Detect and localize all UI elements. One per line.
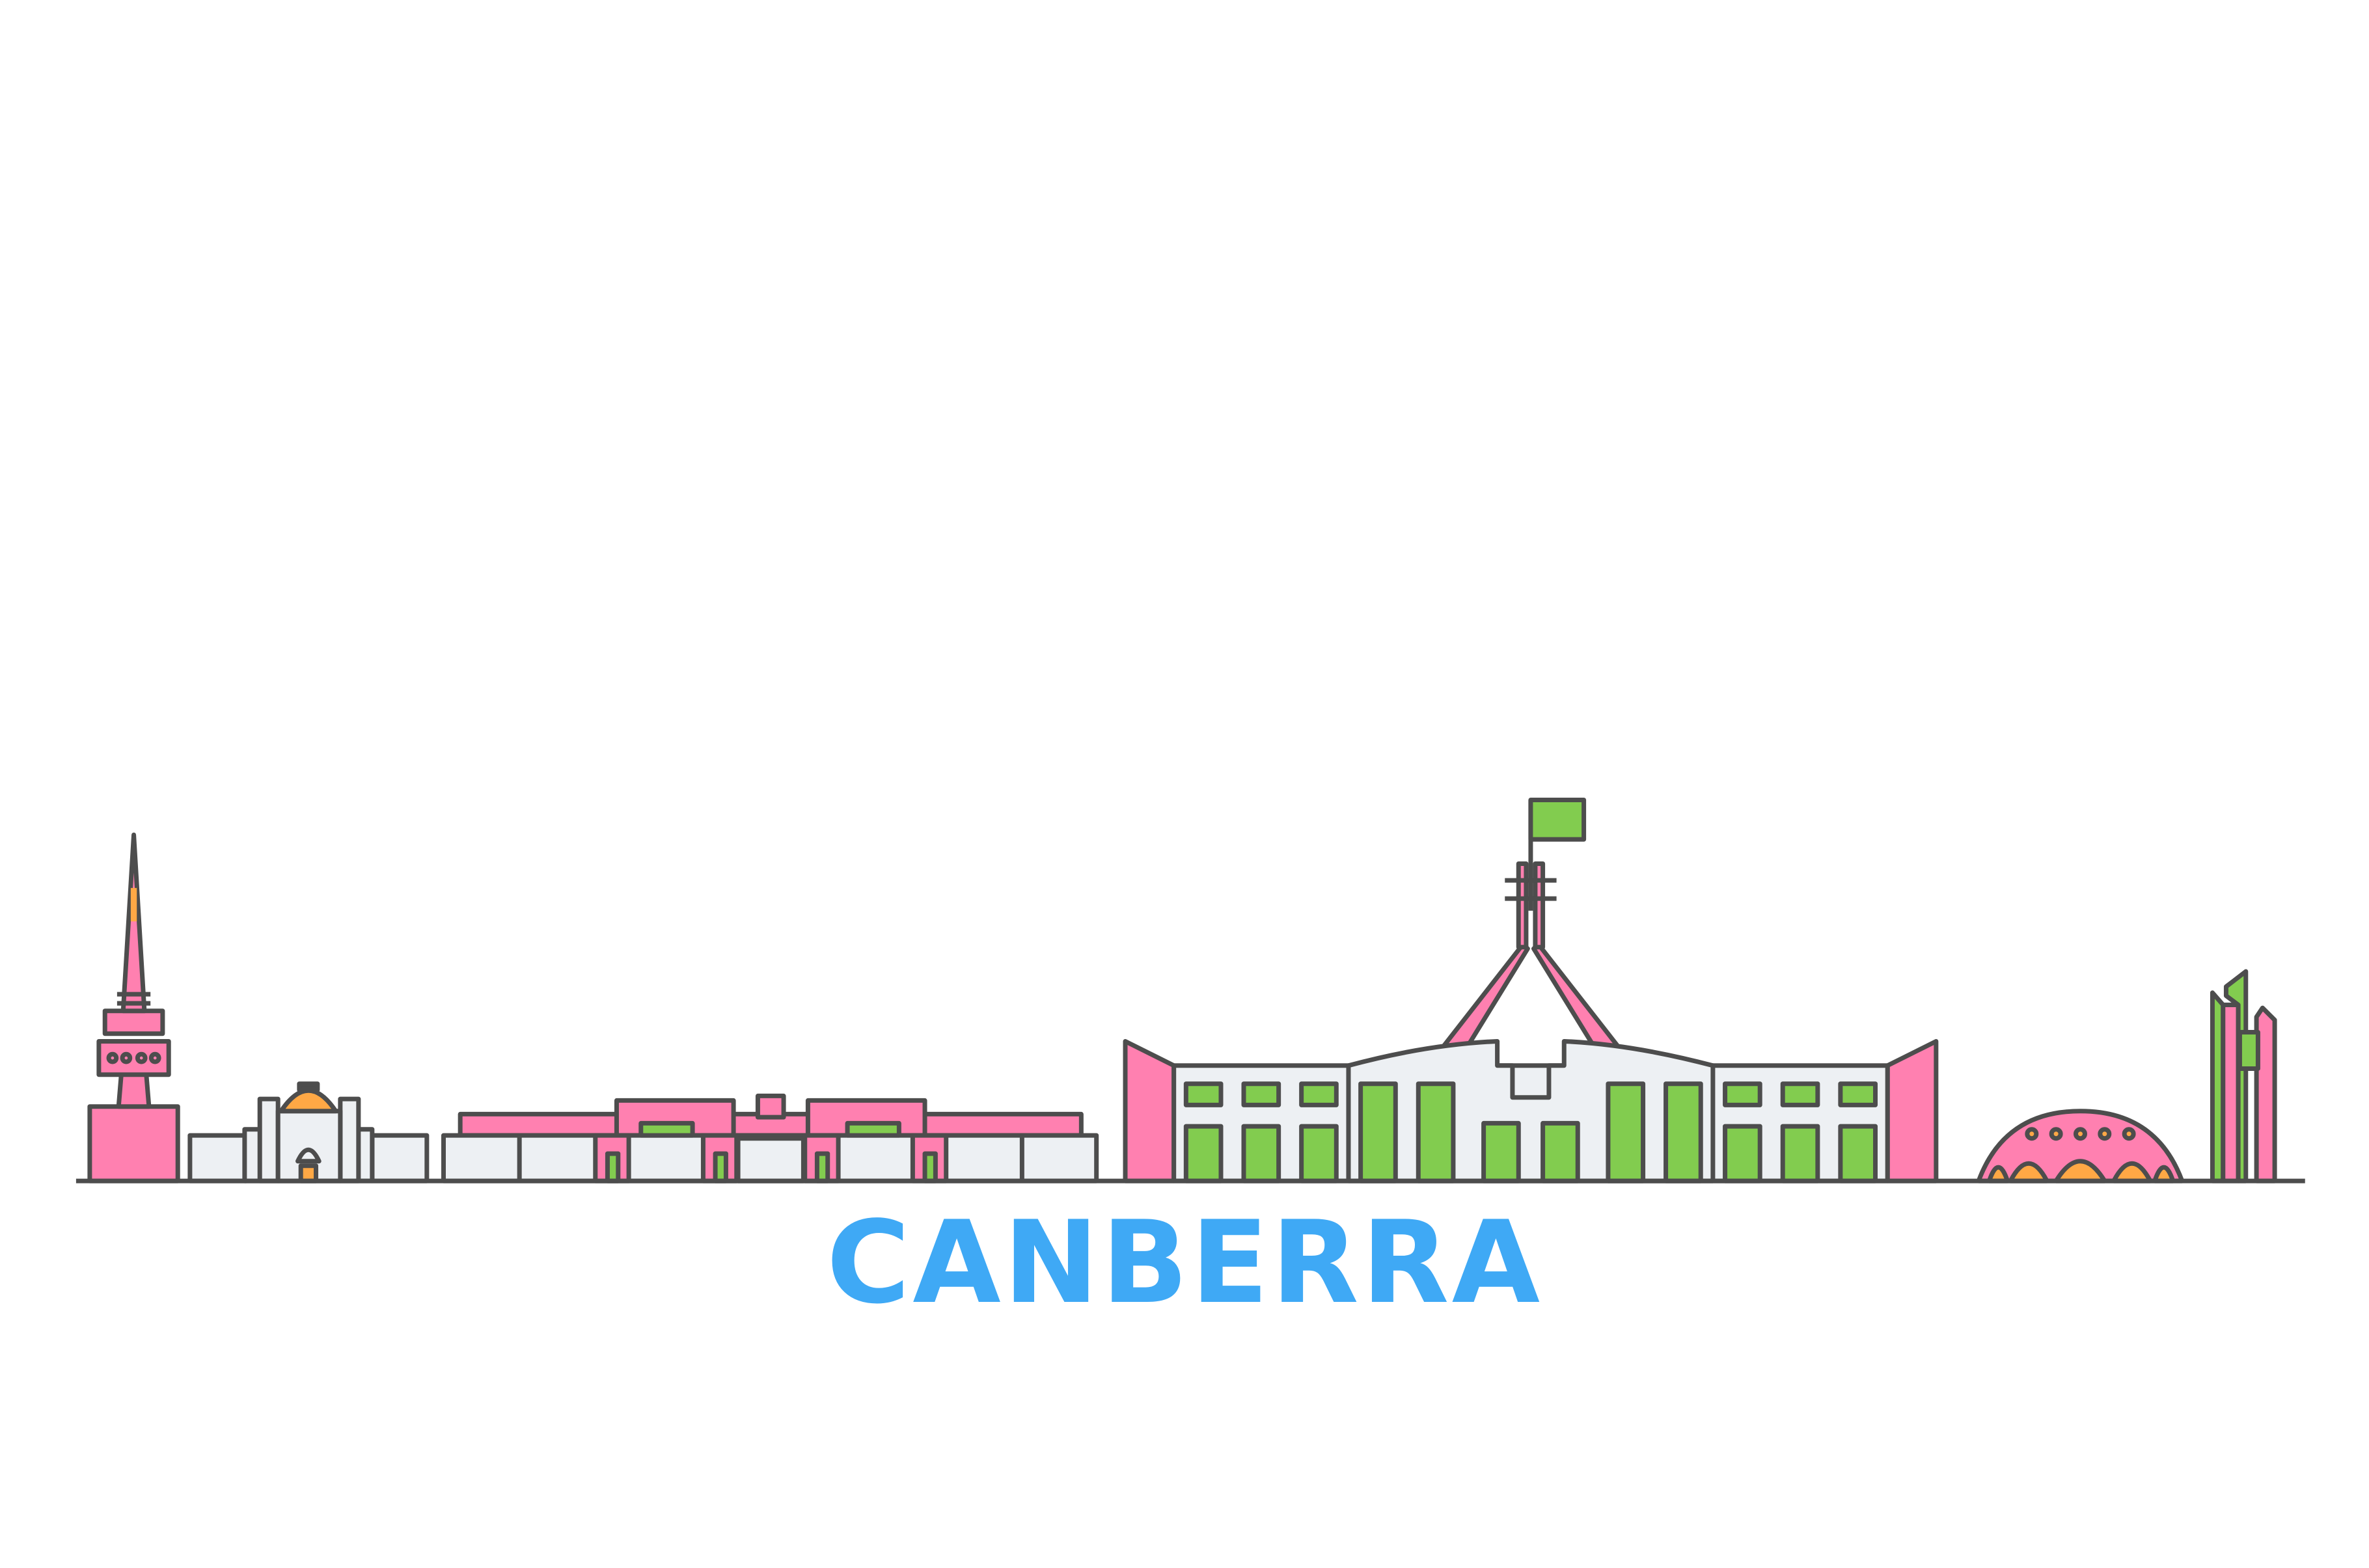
towers: [2210, 969, 2277, 1183]
parliament-house: [1123, 797, 1939, 1183]
old-parliament-house: [441, 1093, 1099, 1183]
flag: [1528, 797, 1587, 842]
city-title: CANBERRA: [826, 1197, 1543, 1329]
telstra-tower: [87, 832, 180, 1183]
dome-building: [1976, 1109, 2185, 1183]
war-memorial: [187, 1081, 430, 1183]
